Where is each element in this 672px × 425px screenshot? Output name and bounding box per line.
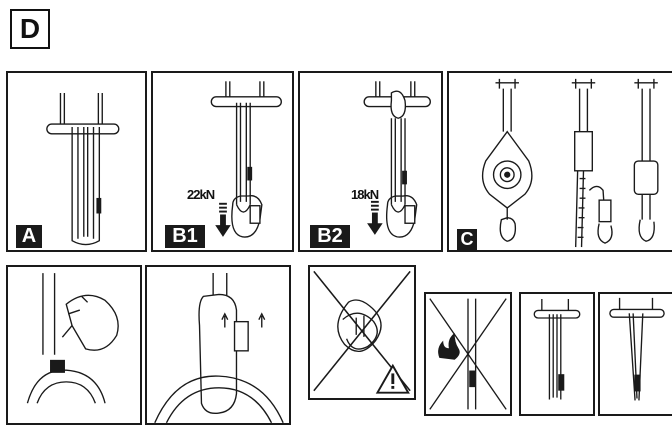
panel-b2-label: B2 xyxy=(310,225,350,248)
panel-carabiner-lock xyxy=(145,265,291,425)
section-letter: D xyxy=(19,13,41,44)
sling-vertical-illustration xyxy=(533,299,581,400)
panel-a-label: A xyxy=(16,225,42,248)
panel-b2: 18kN B2 xyxy=(298,71,443,252)
sling-carabiner-illustration xyxy=(210,81,282,238)
panel-b1-force: 22kN xyxy=(187,187,215,202)
cross-out-icon xyxy=(429,298,507,410)
down-arrow-icon xyxy=(215,202,231,237)
sling-on-bar-illustration xyxy=(46,93,120,246)
sling-angled-illustration xyxy=(609,297,665,401)
hand-adjusting-illustration xyxy=(26,273,119,404)
panel-b1: 22kN B1 xyxy=(151,71,294,252)
warning-triangle-icon xyxy=(375,363,410,394)
panel-hand-adjust xyxy=(6,265,142,425)
panel-b2-force: 18kN xyxy=(351,187,379,202)
down-arrow-icon xyxy=(367,200,383,235)
heat-prohibited-illustration xyxy=(429,298,507,410)
panel-sling-vertical-1 xyxy=(519,292,595,416)
retractable-devices-illustration xyxy=(481,78,659,248)
panel-sling-vertical-2 xyxy=(598,292,672,416)
panel-c: C xyxy=(447,71,672,252)
panel-c-label: C xyxy=(457,229,477,250)
panel-heat-prohibited xyxy=(424,292,512,416)
knot-warning-illustration xyxy=(313,270,411,394)
carabiner-lock-illustration xyxy=(154,273,284,423)
section-letter-box: D xyxy=(10,9,50,49)
flame-icon xyxy=(438,333,460,360)
panel-a: A xyxy=(6,71,147,252)
panel-b1-label: B1 xyxy=(165,225,205,248)
panel-warning-knot xyxy=(308,265,416,400)
sling-girth-hitch-illustration xyxy=(363,81,431,238)
